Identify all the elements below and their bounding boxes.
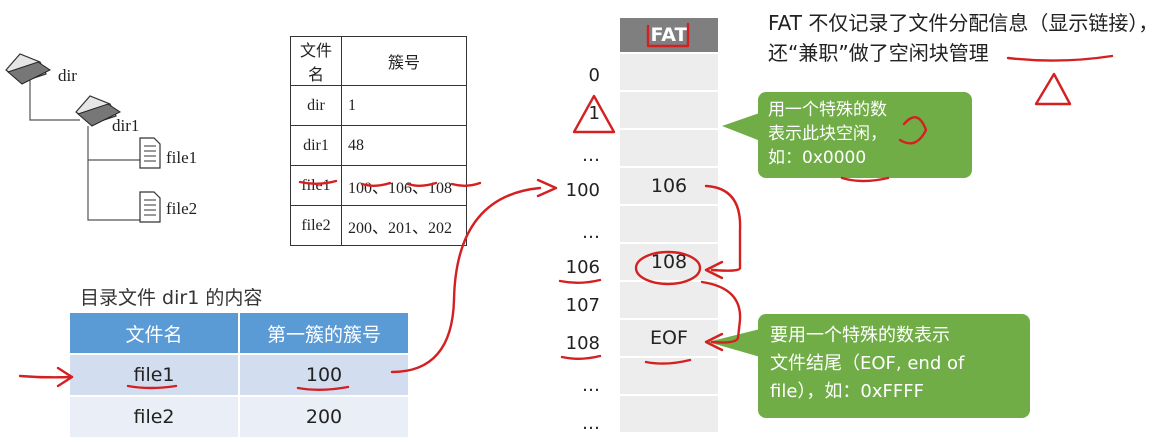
fat-table: FAT 106 108 EOF [620, 18, 718, 432]
eof-callout: 要用一个特殊的数表示 文件结尾（EOF, end of file），如：0xFF… [758, 314, 1030, 418]
folder-icon [75, 95, 121, 127]
fat-index: 107 [565, 295, 600, 316]
fat-index: … [582, 413, 600, 434]
cell-name: dir [290, 85, 342, 126]
fat-index: … [582, 222, 600, 243]
fat-description: FAT 不仅记录了文件分配信息（显示链接），还“兼职”做了空闲块管理 [768, 11, 1159, 65]
fat-entry: 106 [620, 168, 718, 204]
cell-name: file2 [70, 395, 240, 437]
cell-clusters: 48 [341, 125, 467, 166]
dir1-entry-table: 文件名 第一簇的簇号 file1 100 file2 200 [70, 313, 410, 437]
fat-entry [620, 92, 718, 128]
callout-line: 要用一个特殊的数表示 [770, 325, 950, 346]
fat-index: … [582, 145, 600, 166]
table-row: file2 200、201、202 [290, 205, 467, 246]
cell-name: file1 [70, 353, 240, 396]
tree-node-file2: file2 [166, 199, 198, 218]
cell-name: dir1 [290, 125, 342, 166]
file-cluster-table: 文件名 簇号 dir 1 dir1 48 file1 100、106、108 f… [290, 36, 467, 246]
fat-index: 106 [565, 257, 600, 278]
cell-clusters: 200、201、202 [341, 205, 467, 246]
callout-pointer [708, 328, 764, 358]
callout-line: 如：0x0000 [768, 148, 867, 168]
document-icon [139, 137, 161, 169]
fat-index: … [582, 375, 600, 396]
fat-entry [620, 282, 718, 318]
column-header-first-cluster: 第一簇的簇号 [239, 313, 410, 354]
document-icon [139, 191, 161, 223]
tree-node-dir: dir [58, 66, 77, 85]
free-block-callout: 用一个特殊的数 表示此块空闲， 如：0x0000 [758, 92, 972, 178]
column-header-clusters: 簇号 [341, 36, 467, 86]
tree-node-file1: file1 [166, 148, 198, 167]
table-row: file2 200 [70, 395, 410, 437]
fat-entry [620, 130, 718, 166]
callout-line: 用一个特殊的数 [768, 100, 887, 120]
fat-entry [620, 54, 718, 90]
fat-entry [620, 206, 718, 242]
fat-entry: 108 [620, 244, 718, 280]
callout-pointer [722, 110, 768, 144]
fat-entry: EOF [620, 320, 718, 356]
column-header-filename: 文件名 [70, 313, 240, 354]
callout-line: 表示此块空闲， [768, 124, 887, 144]
column-header-filename: 文件名 [290, 36, 342, 86]
callout-line: 文件结尾（EOF, end of [770, 353, 965, 374]
callout-line: file），如：0xFFFF [770, 381, 924, 402]
cell-first-cluster: 200 [239, 395, 410, 437]
fat-index: 100 [565, 180, 600, 201]
directory-tree [5, 53, 161, 223]
dir1-caption: 目录文件 dir1 的内容 [80, 287, 263, 309]
fat-index: 0 [588, 65, 600, 86]
fat-entry [620, 396, 718, 432]
fat-index: 1 [588, 103, 600, 124]
table-row: dir1 48 [290, 125, 467, 166]
tree-node-dir1: dir1 [112, 116, 140, 135]
folder-icon [5, 53, 51, 85]
cell-name: file2 [290, 205, 342, 246]
fat-index: 108 [565, 333, 600, 354]
